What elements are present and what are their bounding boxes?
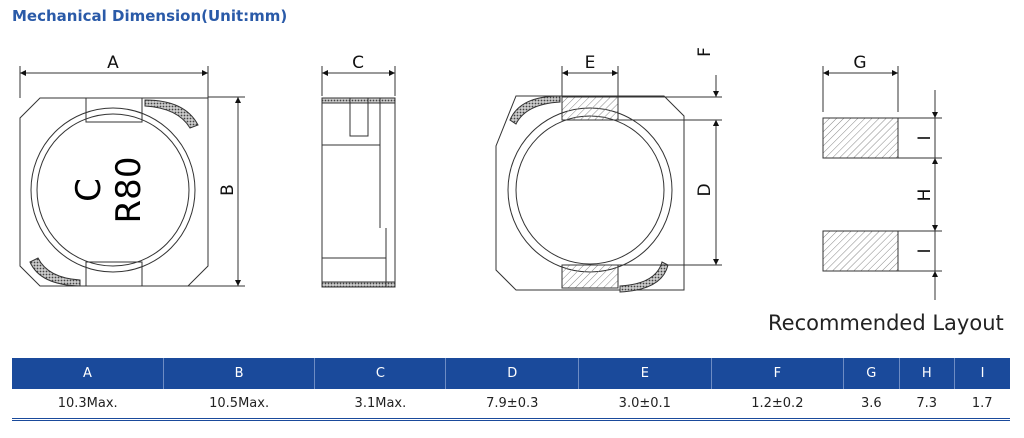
section-title: Mechanical Dimension(Unit:mm) (12, 7, 288, 25)
table-cell: 7.9±0.3 (445, 389, 579, 421)
dim-label-b: B (218, 184, 238, 196)
table-cell: 10.3Max. (12, 389, 164, 421)
front-view (19, 66, 245, 287)
table-row: 10.3Max. 10.5Max. 3.1Max. 7.9±0.3 3.0±0.… (12, 389, 1010, 421)
dim-label-h: H (915, 189, 935, 202)
dim-label-d: D (695, 183, 715, 196)
table-cell: 1.7 (954, 389, 1010, 421)
table-cell: 3.0±0.1 (578, 389, 712, 421)
layout-caption: Recommended Layout (768, 311, 1004, 335)
table-header: F (710, 358, 844, 389)
table-header: D (445, 358, 579, 389)
table-header: A (12, 358, 164, 389)
table-cell: 3.1Max. (314, 389, 446, 421)
table-cell: 3.6 (843, 389, 900, 421)
dim-label-c: C (352, 53, 364, 73)
marking-line1: C (69, 178, 109, 202)
table-header: H (898, 358, 955, 389)
mechanical-drawing: A B C R80 C E F D G I H I (19, 47, 942, 300)
table-header-row: A B C D E F G H I (12, 358, 1010, 389)
bottom-view (495, 66, 722, 293)
dim-label-i-top: I (915, 135, 935, 140)
table-header: C (314, 358, 446, 389)
table-cell: 1.2±0.2 (711, 389, 844, 421)
side-view (321, 66, 396, 288)
table-header: G (843, 358, 900, 389)
dim-label-g: G (853, 53, 866, 73)
table-header: E (578, 358, 712, 389)
dim-label-e: E (585, 53, 596, 73)
marking-line2: R80 (109, 157, 149, 224)
table-header: I (953, 358, 1010, 389)
dim-label-a: A (107, 53, 119, 73)
dim-label-i-bottom: I (915, 248, 935, 253)
recommended-layout (822, 66, 942, 300)
dimension-table: A B C D E F G H I 10.3Max. 10.5Max. 3.1M… (12, 358, 1010, 421)
table-cell: 10.5Max. (163, 389, 315, 421)
dim-label-f: F (695, 47, 715, 57)
table-cell: 7.3 (899, 389, 955, 421)
table-header: B (162, 358, 315, 389)
